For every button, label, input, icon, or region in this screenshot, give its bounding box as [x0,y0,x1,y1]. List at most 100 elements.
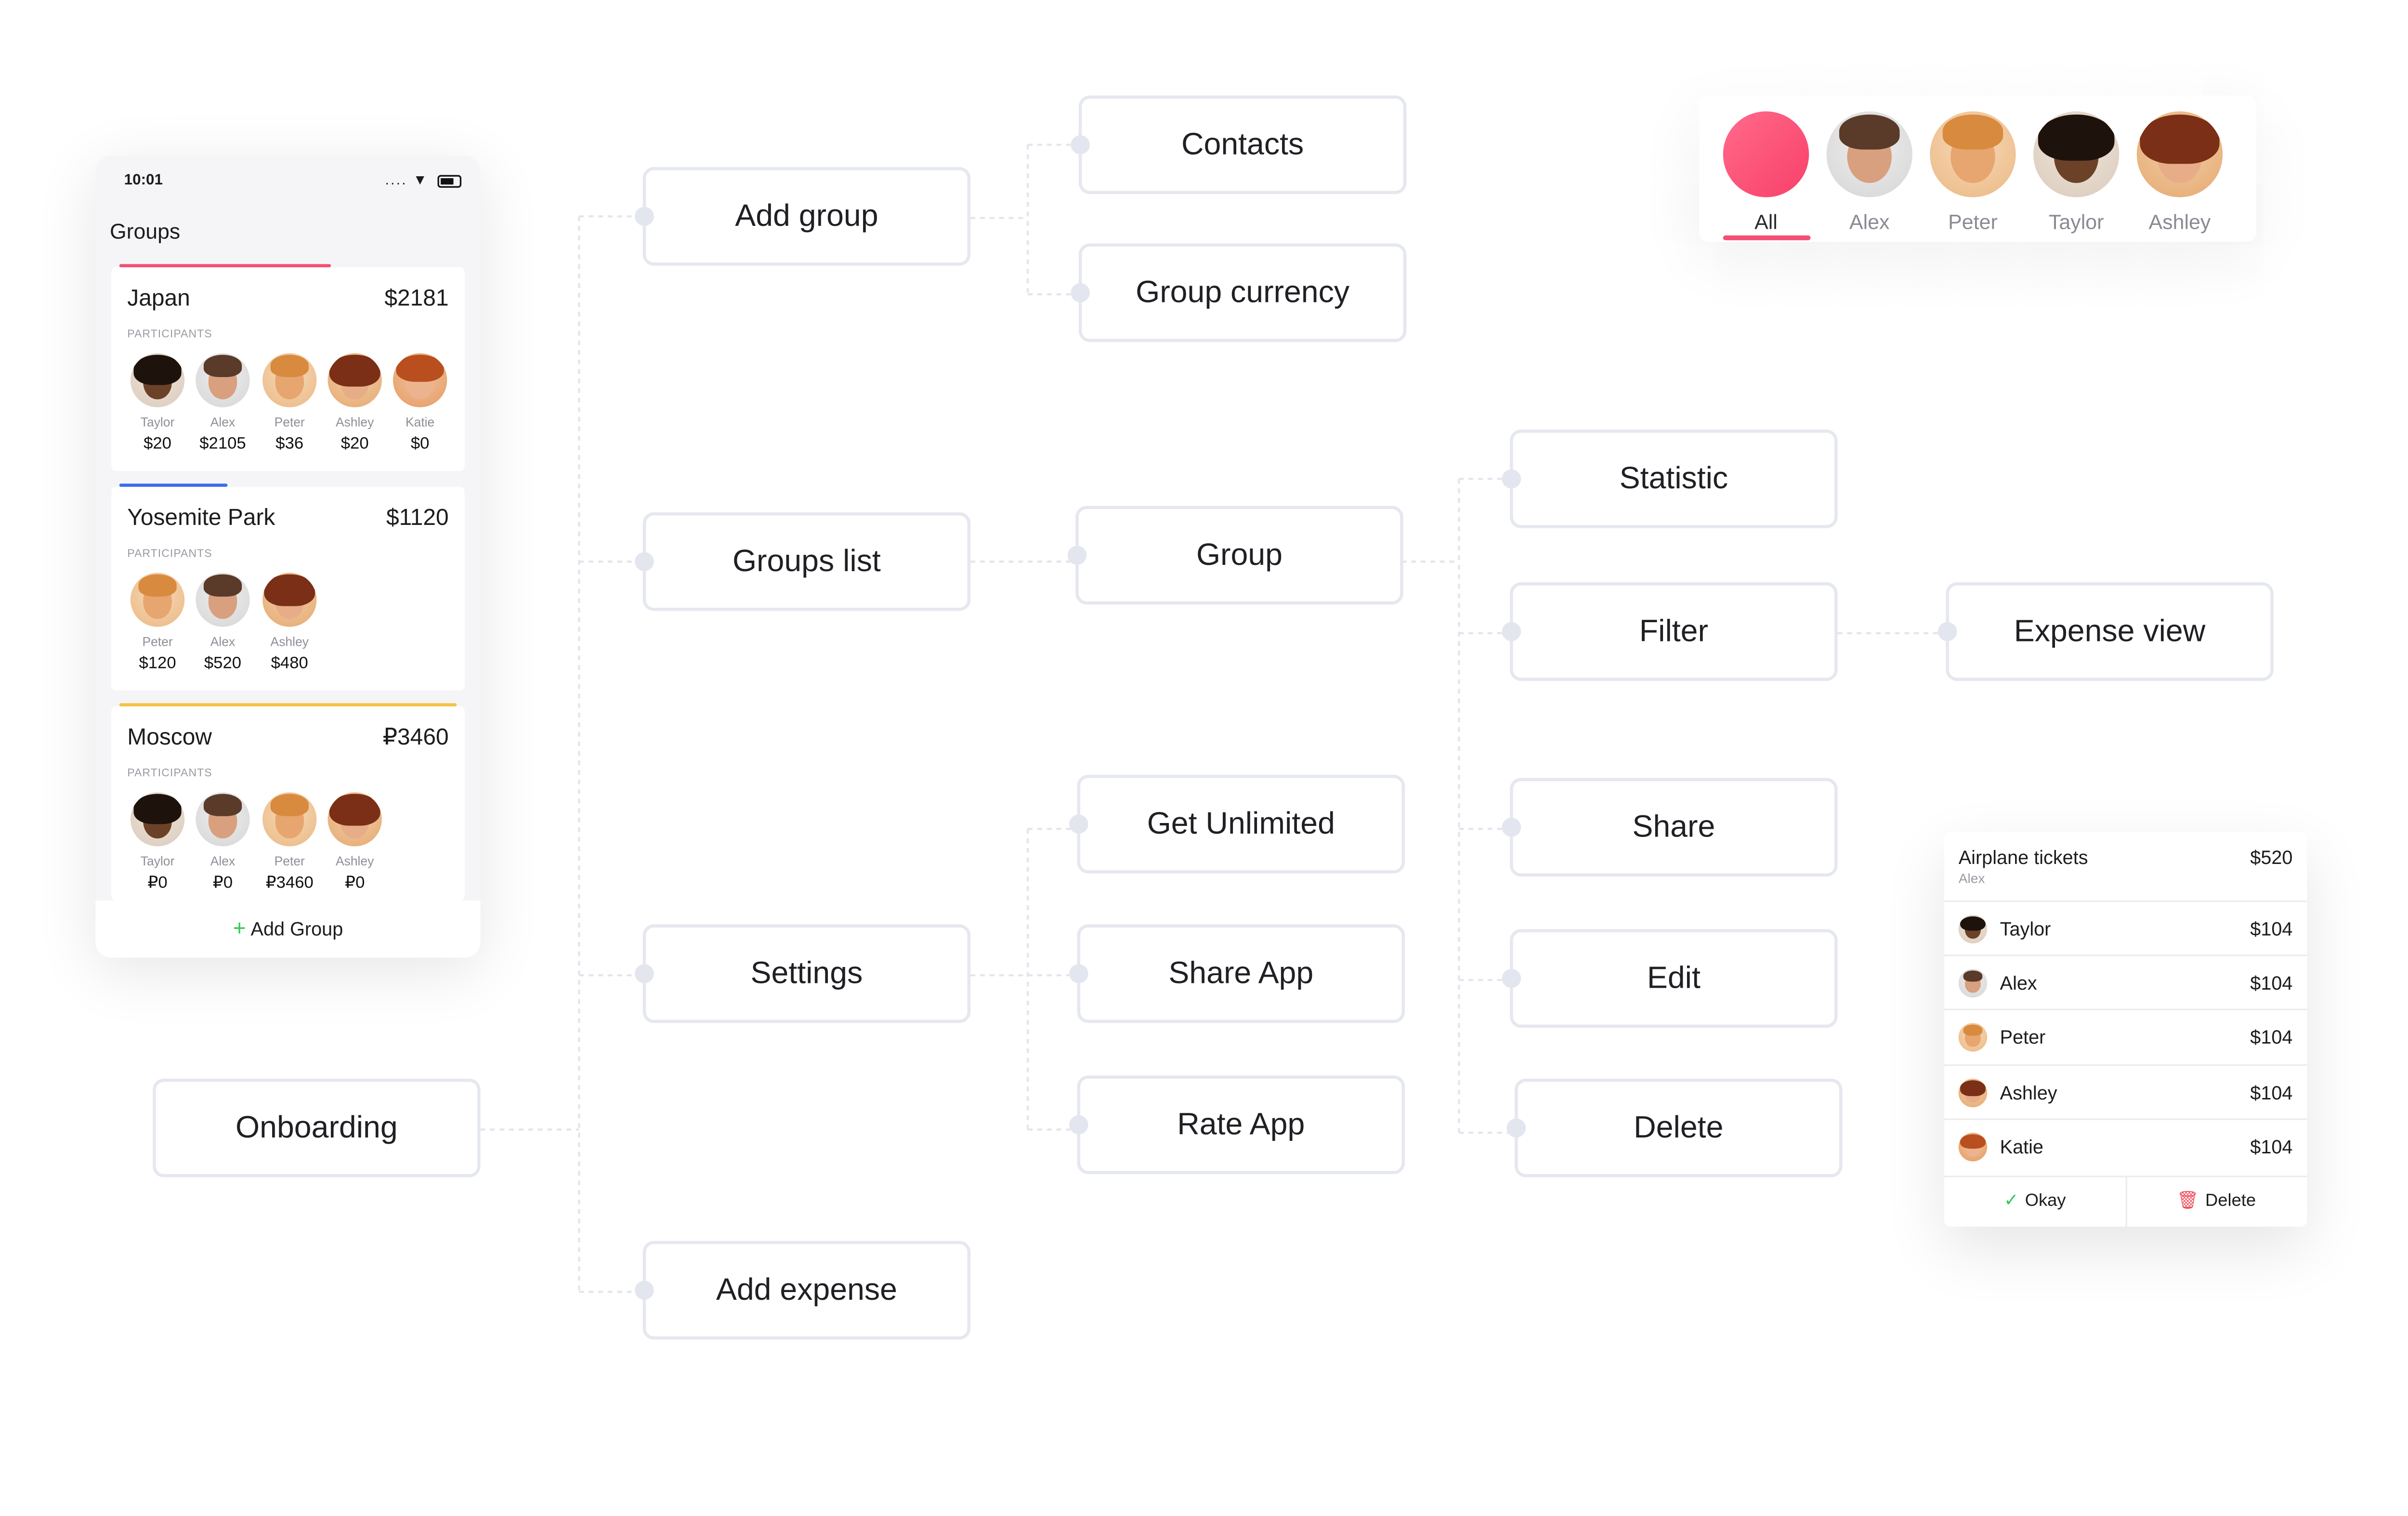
group-card-moscow[interactable]: Moscow ₽3460 PARTICIPANTS Taylor ₽0 Alex… [111,703,465,901]
status-bar-icons: .... ▼ [385,171,462,188]
filter-item-ashley[interactable]: Ashley [2132,111,2227,234]
group-card-japan[interactable]: Japan $2181 PARTICIPANTS Taylor $20 Alex… [111,264,465,471]
participant-name: Katie [406,415,435,430]
avatar-taylor [130,792,185,847]
connector-dot [1071,283,1090,302]
status-time: 10:01 [124,171,163,190]
group-total: ₽3460 [382,725,449,751]
node-settings: Settings [635,924,971,1023]
connector-group-children [1401,478,1515,1134]
split-name: Taylor [2000,918,2051,941]
participant-amount: $480 [271,653,308,673]
participant: Katie $0 [388,353,452,454]
participant: Alex ₽0 [191,792,254,892]
node-share: Share [1502,778,1838,877]
participant-amount: $0 [410,434,430,454]
split-row: Ashley $104 [1944,1064,2307,1120]
connector-dot [1502,968,1521,988]
node-label: Group [1196,536,1283,572]
wifi-icon: ▼ [413,171,429,188]
node-get-unlimited: Get Unlimited [1069,774,1405,874]
connector-dot [1502,818,1521,837]
filter-item-all[interactable]: All [1718,111,1814,234]
participant: Taylor ₽0 [126,792,189,892]
split-amount: $104 [2250,1136,2293,1159]
participant: Ashley ₽0 [323,792,387,892]
selected-tab-underline [1723,235,1811,240]
participant-amount: $2105 [199,434,246,454]
avatar-katie [393,353,447,407]
split-name: Ashley [2000,1082,2057,1104]
avatar-ashley [327,792,382,847]
connector-dot [1506,1118,1526,1138]
avatar-taylor [130,353,185,407]
group-accent-bar [119,264,331,268]
node-add-group: Add group [635,167,971,266]
add-group-button[interactable]: +Add Group [95,900,481,958]
participant-name: Alex [210,415,236,430]
avatar-peter [1930,111,2016,197]
connector-onboarding-trunk [480,216,580,1292]
participant-amount: ₽0 [345,873,365,893]
group-name: Moscow [127,725,212,751]
avatar-alex [1826,111,1912,197]
node-label: Group currency [1136,274,1350,310]
node-expense-view: Expense view [1937,582,2274,681]
group-card-yosemite-park[interactable]: Yosemite Park $1120 PARTICIPANTS Peter $… [111,484,465,691]
node-label: Share [1632,809,1715,844]
node-label: Onboarding [236,1110,398,1145]
participant: Ashley $20 [323,353,387,454]
node-statistic: Statistic [1502,429,1838,528]
okay-button[interactable]: ✓Okay [1944,1176,2127,1228]
participant-amount: $120 [139,653,176,673]
signal-icon: .... [385,171,407,188]
connector-dot [635,964,654,983]
filter-item-alex[interactable]: Alex [1822,111,1917,234]
avatar-ashley [327,353,382,407]
split-amount: $104 [2250,918,2293,941]
filter-label: Peter [1948,210,1998,234]
split-name: Alex [2000,972,2037,994]
expense-amount: $520 [2250,846,2293,869]
avatar-ashley [1958,1078,1988,1108]
node-label: Groups list [732,543,881,578]
node-label: Rate App [1177,1106,1305,1142]
participant-name: Peter [142,635,173,649]
group-accent-bar [119,703,457,706]
participant-name: Taylor [140,854,175,869]
filter-label: All [1754,210,1778,234]
filter-item-taylor[interactable]: Taylor [2028,111,2124,234]
node-onboarding: Onboarding [153,1078,481,1177]
expense-payer: Alex [1958,870,1985,887]
node-label: Expense view [2014,613,2206,649]
trash-icon: 🗑 [2176,1191,2199,1211]
participant: Ashley $480 [258,573,321,673]
filter-label: Ashley [2148,210,2211,234]
node-groups-list: Groups list [635,512,971,611]
split-name: Katie [2000,1136,2044,1159]
participant-name: Alex [210,854,236,869]
connector-dot [1071,135,1090,155]
participant-amount: $20 [144,434,172,454]
participants-label: PARTICIPANTS [127,768,212,780]
participant: Alex $520 [191,573,254,673]
filter-item-peter[interactable]: Peter [1925,111,2020,234]
participants-label: PARTICIPANTS [127,549,212,560]
expense-detail-card: Airplane tickets $520 Alex Taylor $104 A… [1944,832,2307,1228]
delete-label: Delete [2205,1191,2256,1211]
participant-amount: ₽3460 [265,873,314,893]
participant-name: Alex [210,635,236,649]
node-label: Settings [750,955,863,991]
delete-button[interactable]: 🗑 Delete [2125,1176,2307,1228]
avatar-alex [196,353,250,407]
connector-dot [635,1281,654,1300]
avatar-peter [262,353,317,407]
participant: Taylor $20 [126,353,189,454]
split-row: Alex $104 [1944,954,2307,1010]
participant-name: Ashley [270,635,309,649]
checkmark-icon: ✓ [2004,1191,2019,1211]
plus-icon: + [233,915,246,941]
participant-amount: ₽0 [212,873,233,893]
